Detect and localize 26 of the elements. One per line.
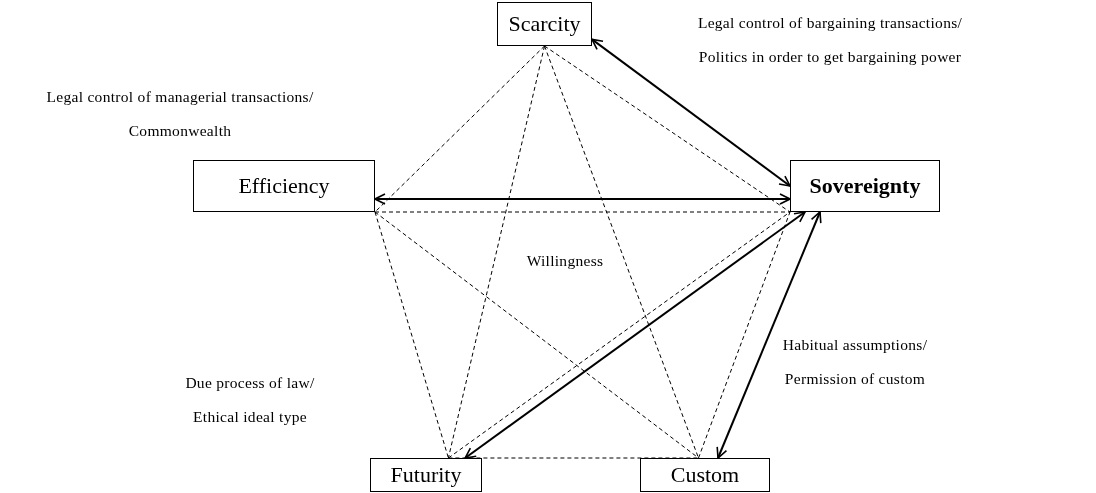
double-arrow — [716, 211, 822, 459]
concept-box — [640, 458, 770, 492]
concept-box — [370, 458, 482, 492]
annotation-text: Legal control of bargaining transactions/ Politics in order to get bargaining power — [696, 13, 964, 67]
dashed-line — [544, 45, 791, 213]
box-label: Scarcity — [508, 11, 581, 37]
annotation-text: Due process of law/ Ethical ideal type — [184, 373, 316, 427]
box-label: Custom — [670, 462, 740, 488]
annotation-text: Willingness — [525, 251, 605, 271]
dashed-line — [698, 211, 791, 459]
box-label: Sovereignty — [809, 173, 921, 199]
dashed-line — [374, 211, 791, 213]
dashed-line — [544, 45, 699, 459]
dashed-line — [374, 211, 449, 459]
dashed-line — [374, 45, 545, 213]
annotation-text: Habitual assumptions/ Permission of custom — [781, 335, 929, 389]
double-arrow — [591, 38, 791, 187]
box-label: Futurity — [390, 462, 462, 488]
double-arrow — [374, 193, 791, 205]
concept-box — [790, 160, 940, 212]
annotation-text: Legal control of managerial transactions/ Commonwealth — [45, 87, 315, 141]
concept-box — [193, 160, 375, 212]
concept-box — [497, 2, 592, 46]
dashed-line — [447, 45, 545, 459]
dashed-line — [374, 211, 699, 459]
box-label: Efficiency — [238, 173, 330, 199]
